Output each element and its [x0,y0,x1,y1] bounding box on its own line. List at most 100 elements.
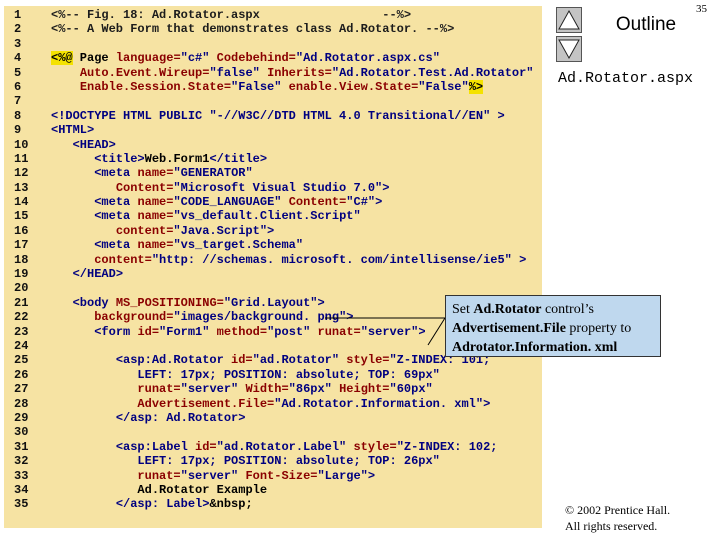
line-number: 33 [14,468,29,483]
code-token: > [382,180,390,195]
code-token: Width= [245,382,289,397]
line-number: 29 [14,410,29,425]
code-line: content="Java.Script"> [51,224,541,238]
code-token: > [483,396,491,411]
code-token: Font-Size= [245,468,318,483]
code-token: <title> [94,151,145,166]
triangle-up-icon [558,9,580,30]
code-line: <!DOCTYPE HTML PUBLIC "-//W3C//DTD HTML … [51,109,541,123]
line-number: 23 [14,324,29,339]
code-token: "False" [231,79,282,94]
line-number: 7 [14,94,22,109]
line-number: 21 [14,295,29,310]
callout-text: Set [452,302,474,317]
code-token: "Z-INDEX: 102; [396,439,498,454]
line-number: 25 [14,353,29,368]
code-token: Advertisement.File= [137,396,275,411]
code-line: runat="server" Width="86px" Height="60px… [51,382,541,396]
code-token: <HTML> [51,123,95,138]
code-token: Enable.Session.State= [79,79,232,94]
code-line: <meta name="vs_target.Schema" [51,238,541,252]
code-token: "Ad.Rotator.Test.Ad.Rotator" [331,65,534,80]
code-token: style= [353,439,397,454]
code-line: <HTML> [51,123,541,137]
line-number: 17 [14,238,29,253]
line-number: 34 [14,482,29,497]
code-line: runat="server" Font-Size="Large"> [51,469,541,483]
line-number: 20 [14,281,29,296]
code-token: </asp: Ad.Rotator> [115,410,246,425]
code-token: LEFT: 17px; POSITION: absolute; TOP: 69p… [137,367,440,382]
code-token: <%-- A Web Form that demonstrates class … [51,22,455,37]
code-token: runat= [137,382,181,397]
callout-text: control’s [541,302,594,317]
code-token: "images/background. png" [173,310,347,325]
code-token: <meta [94,209,138,224]
code-token: "server" [180,468,239,483]
line-number: 2 [14,22,22,37]
code-token: </title> [209,151,268,166]
code-token: "ad.Rotator.Label" [216,439,347,454]
annotation-callout: Set Ad.Rotator control’s Advertisement.F… [445,295,661,357]
code-token: "GENERATOR" [173,166,253,181]
code-line: </asp: Ad.Rotator> [51,411,541,425]
copyright-line: All rights reserved. [565,519,658,533]
code-line: <meta name="GENERATOR" [51,166,541,180]
code-token: content= [115,223,174,238]
line-number: 22 [14,310,29,325]
code-line: LEFT: 17px; POSITION: absolute; TOP: 26p… [51,454,541,468]
code-token: "60px" [389,382,433,397]
code-token: content= [94,252,152,267]
code-line: <title>Web.Form1</title> [51,152,541,166]
line-number: 14 [14,195,29,210]
code-line: content="http: //schemas. microsoft. com… [51,253,541,267]
code-token: <meta [94,166,138,181]
code-token: "server" [360,324,419,339]
code-token: runat= [137,468,181,483]
code-line: Ad.Rotator Example [51,483,541,497]
code-line: Enable.Session.State="False" enable.View… [51,79,541,94]
line-number: 35 [14,497,29,512]
code-line: <%-- A Web Form that demonstrates class … [51,22,541,36]
code-token: </asp: Label> [115,497,210,512]
code-token: "Ad.Rotator.Information. xml" [274,396,484,411]
code-token: method= [216,324,268,339]
code-line: <%-- Fig. 18: Ad.Rotator.aspx --%> [51,8,541,22]
code-line: LEFT: 17px; POSITION: absolute; TOP: 69p… [51,368,541,382]
line-number: 8 [14,108,22,123]
line-number: 5 [14,65,22,80]
code-token: "vs_target.Schema" [173,238,304,253]
code-line: <asp:Ad.Rotator id="ad.Rotator" style="Z… [51,353,541,367]
line-number: 28 [14,396,29,411]
callout-control-name: Ad.Rotator [473,302,542,317]
code-token: id= [137,324,160,339]
code-token: > [490,108,505,123]
code-token: > [267,223,275,238]
copyright-line: © 2002 Prentice Hall. [565,503,671,517]
code-token: <!DOCTYPE HTML PUBLIC [51,108,210,123]
callout-arrow-line [427,317,446,346]
line-number: 3 [14,36,22,51]
code-token: %> [468,79,484,94]
previous-slide-button[interactable] [556,7,582,33]
code-token: <body [72,295,116,310]
code-token: > [317,295,325,310]
code-token: Web.Form1 [144,151,210,166]
code-token: "C#" [346,195,376,210]
code-token: > [346,310,354,325]
code-token: id= [231,353,253,368]
code-token: "Java.Script" [173,223,268,238]
code-token: "ad.Rotator" [252,353,340,368]
next-slide-button[interactable] [556,36,582,62]
code-token: Auto.Event.Wireup= [79,65,210,80]
code-token: Height= [339,382,390,397]
code-token: Content= [288,195,347,210]
code-token: <asp:Label [115,439,196,454]
copyright-notice: © 2002 Prentice Hall. All rights reserve… [565,502,670,534]
code-token: id= [195,439,217,454]
code-line: <HEAD> [51,138,541,152]
code-token: "Form1" [159,324,210,339]
